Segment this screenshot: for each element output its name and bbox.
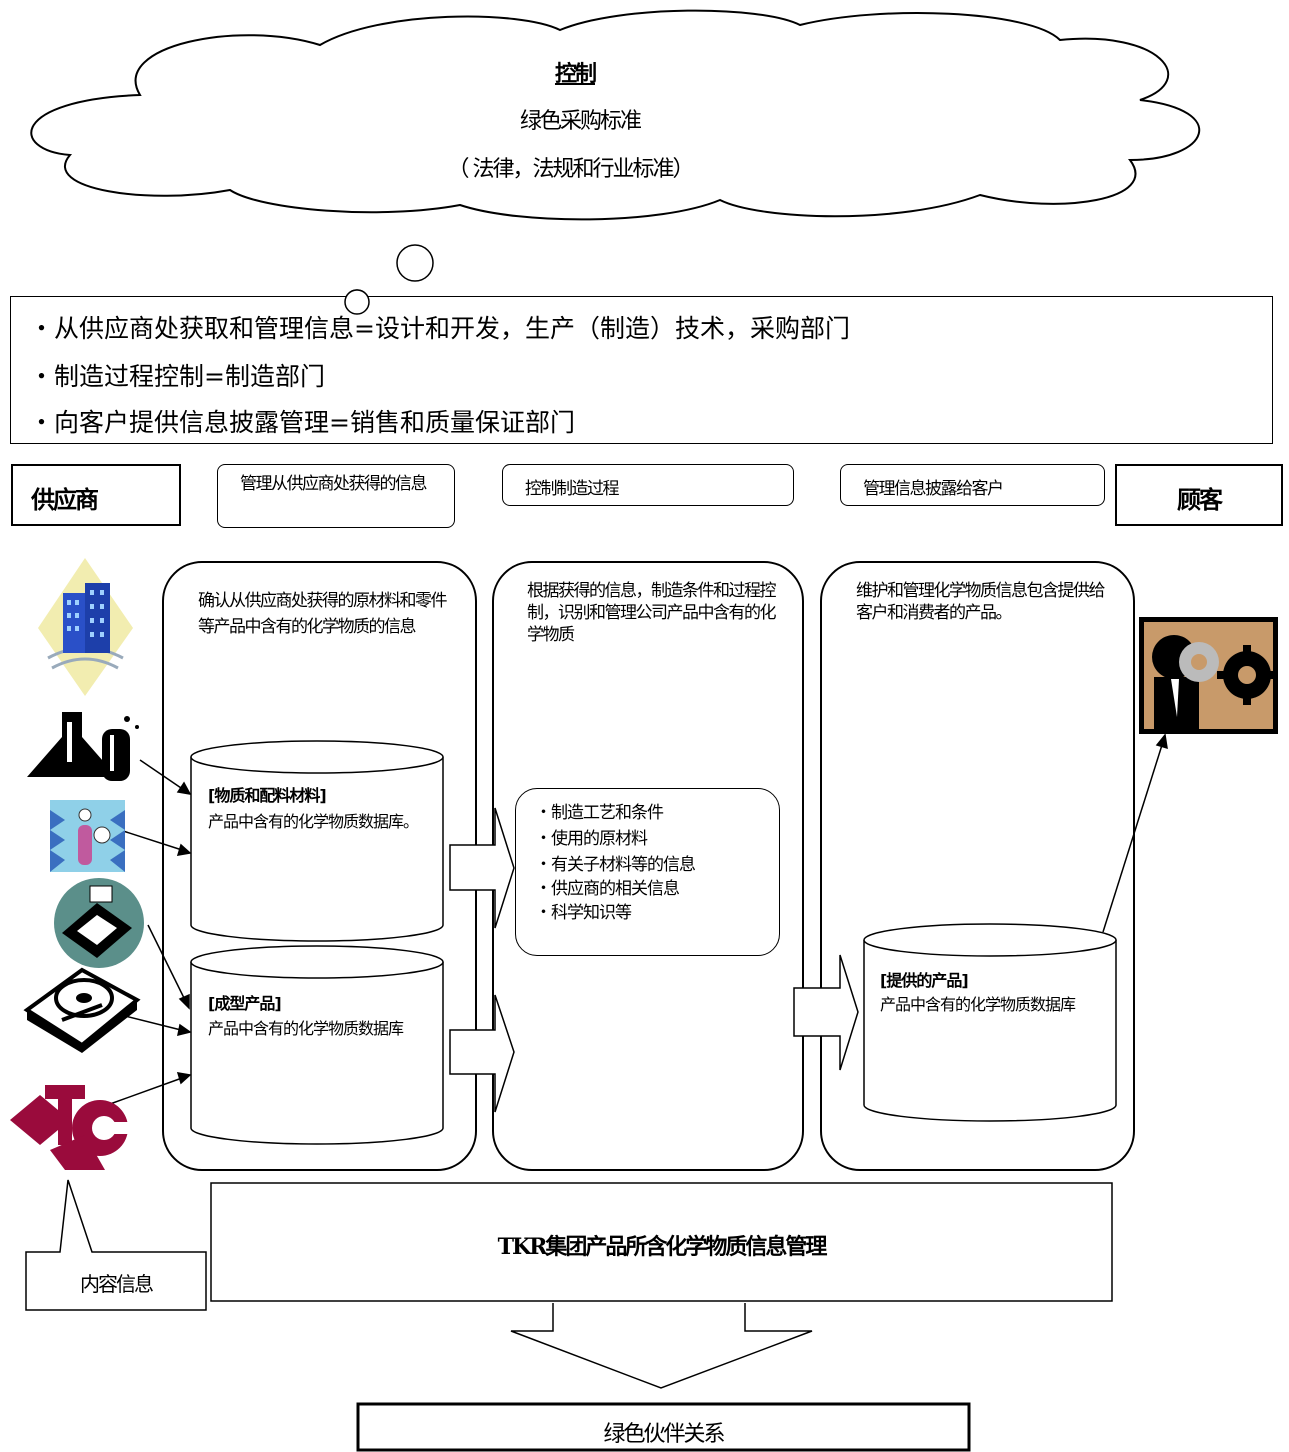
block-arrow-3 [793,954,859,1071]
database-cylinder-1 [190,740,444,942]
process-item: 制造工艺和条件 [535,800,695,826]
dept-item-3: ・向客户提供信息披露管理=销售和质量保证部门 [29,408,575,437]
cloud-shape [30,9,1201,300]
cloud-title: 控制 [554,62,597,87]
dept-item-1: ・从供应商处获取和管理信息=设计和开发，生产（制造）技术，采购部门 [29,314,850,343]
lane3-desc: 维护和管理化学物质信息包含提供给客户和消费者的产品。 [856,581,1106,623]
medicine-icon [50,800,125,872]
block-arrow-1 [449,807,515,929]
flask-icon [27,712,139,781]
block-arrow-2 [449,994,515,1113]
process-items-list: 制造工艺和条件 使用的原材料 有关子材料等的信息 供应商的相关信息 科学知识等 [535,800,696,926]
db3-title: [提供的产品] [880,971,969,990]
customer-header: 顾客 [1115,464,1283,526]
bottom-system-box [210,1182,1113,1302]
dept-item-2: ・制造过程控制=制造部门 [29,362,325,391]
db2-text: 产品中含有的化学物质数据库 [208,1019,404,1038]
database-cylinder-3 [863,923,1117,1122]
tc-logo-icon [10,1085,132,1170]
db2-title: [成型产品] [208,994,282,1013]
process-item: 科学知识等 [535,900,695,926]
process-item: 供应商的相关信息 [535,878,695,900]
down-block-arrow [510,1303,813,1389]
process-item: 使用的原材料 [535,826,695,852]
lane2-desc: 根据获得的信息，制造条件和过程控制，识别和管理公司产品中含有的化学物质 [527,581,777,645]
manage-info-header: 管理从供应商处获得的信息 [217,464,455,528]
db1-text: 产品中含有的化学物质数据库。 [208,812,419,831]
chip-icon [54,878,144,968]
content-info-callout [25,1179,207,1311]
cloud-line1: 绿色采购标准 [519,109,642,134]
small-bubble [344,289,370,315]
businessman-gear-icon [1139,617,1278,734]
supplier-header: 供应商 [11,464,181,526]
database-cylinder-2 [190,945,444,1145]
disclose-info-header: 管理信息披露给客户 [840,464,1105,506]
green-partnership-label: 绿色伙伴关系 [603,1422,725,1447]
building-icon [38,558,133,696]
content-info-label: 内容信息 [80,1272,154,1296]
db3-text: 产品中含有的化学物质数据库 [880,995,1076,1014]
cloud-line2: （ 法律，法规和行业标准） [447,157,695,182]
hard-disk-icon [23,967,141,1053]
db1-title: [物质和配料材料] [208,786,327,805]
lane1-desc: 确认从供应商处获得的原材料和零件等产品中含有的化学物质的信息 [198,591,448,637]
green-partnership-box [356,1402,971,1452]
bottom-system-title: TKR集团产品所含化学物质信息管理 [497,1234,828,1260]
process-item: 有关子材料等的信息 [535,852,696,878]
department-box: ・从供应商处获取和管理信息=设计和开发，生产（制造）技术，采购部门 ・制造过程控… [10,296,1273,444]
control-process-header: 控制制造过程 [502,464,794,506]
